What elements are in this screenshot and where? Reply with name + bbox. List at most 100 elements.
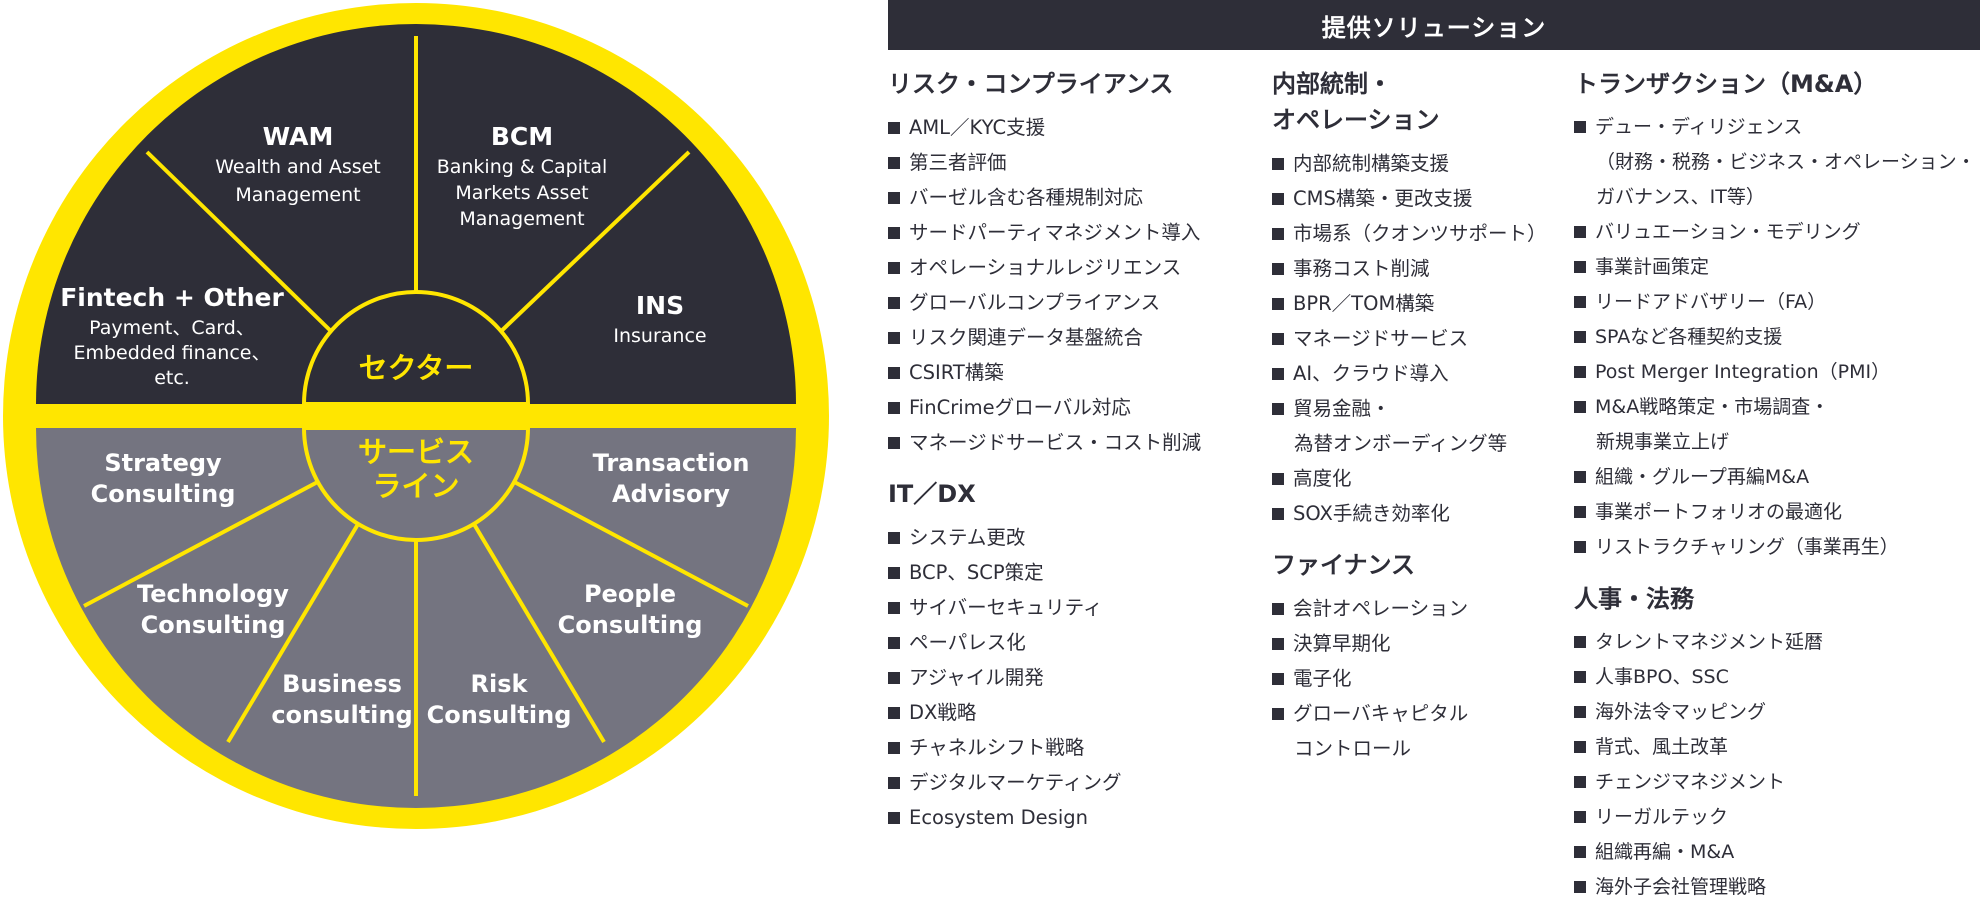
square-bullet-icon bbox=[1272, 368, 1284, 380]
square-bullet-icon bbox=[1574, 506, 1586, 518]
solution-item: オペレーショナルレジリエンス bbox=[888, 250, 1258, 285]
solution-item: BCP、SCP策定 bbox=[888, 555, 1258, 590]
square-bullet-icon bbox=[1574, 121, 1586, 133]
solution-item: システム更改 bbox=[888, 520, 1258, 555]
solution-item: CSIRT構築 bbox=[888, 355, 1258, 390]
solution-item: 市場系（クオンツサポート） bbox=[1272, 216, 1572, 251]
square-bullet-icon bbox=[888, 742, 900, 754]
solution-item: マネージドサービス・コスト削減 bbox=[888, 425, 1258, 460]
square-bullet-icon bbox=[1272, 298, 1284, 310]
square-bullet-icon bbox=[1574, 636, 1586, 648]
solution-item: 電子化 bbox=[1272, 661, 1572, 696]
solution-item: グローバルコンプライアンス bbox=[888, 285, 1258, 320]
solution-list: 会計オペレーション決算早期化電子化グローバキャピタル コントロール bbox=[1272, 591, 1572, 766]
solution-item: アジャイル開発 bbox=[888, 660, 1258, 695]
solution-item: リスク関連データ基盤統合 bbox=[888, 320, 1258, 355]
square-bullet-icon bbox=[888, 367, 900, 379]
solution-item: DX戦略 bbox=[888, 695, 1258, 730]
solution-item-text: AML／KYC支援 bbox=[909, 116, 1046, 139]
solution-item-text: SOX手続き効率化 bbox=[1293, 502, 1450, 525]
solution-item: 人事BPO、SSC bbox=[1574, 660, 1980, 695]
solution-item-text: 電子化 bbox=[1293, 667, 1352, 690]
solution-item-text: 会計オペレーション bbox=[1293, 597, 1469, 620]
square-bullet-icon bbox=[1272, 603, 1284, 615]
solution-item: Ecosystem Design bbox=[888, 800, 1258, 835]
square-bullet-icon bbox=[1574, 331, 1586, 343]
solution-item-text: リストラクチャリング（事業再生） bbox=[1595, 536, 1899, 558]
service-line-labels: StrategyConsultingTechnologyConsultingBu… bbox=[91, 449, 750, 729]
solution-item: チャネルシフト戦略 bbox=[888, 730, 1258, 765]
sector-subtitle-line: Payment、Card、 bbox=[89, 317, 255, 339]
solution-item: BPR／TOM構築 bbox=[1272, 286, 1572, 321]
solution-item: 第三者評価 bbox=[888, 145, 1258, 180]
solution-item-text: BCP、SCP策定 bbox=[909, 561, 1044, 584]
solution-item-text: グローバキャピタル コントロール bbox=[1293, 702, 1469, 760]
square-bullet-icon bbox=[1272, 673, 1284, 685]
solution-item: 会計オペレーション bbox=[1272, 591, 1572, 626]
service-line-label: Consulting bbox=[141, 611, 286, 639]
sector-subtitle-line: Wealth and Asset bbox=[215, 156, 381, 178]
service-line-label: People bbox=[584, 580, 676, 608]
solution-item-text: システム更改 bbox=[909, 526, 1026, 549]
solution-item: FinCrimeグローバル対応 bbox=[888, 390, 1258, 425]
solution-item-text: サードパーティマネジメント導入 bbox=[909, 221, 1201, 244]
solution-item: リードアドバザリー（FA） bbox=[1574, 285, 1980, 320]
square-bullet-icon bbox=[888, 532, 900, 544]
solution-list: AML／KYC支援第三者評価バーゼル含む各種規制対応サードパーティマネジメント導… bbox=[888, 110, 1258, 460]
solution-item-text: 事務コスト削減 bbox=[1293, 257, 1430, 280]
square-bullet-icon bbox=[888, 567, 900, 579]
solution-item-text: 背式、風土改革 bbox=[1595, 736, 1729, 758]
solution-item: 事務コスト削減 bbox=[1272, 251, 1572, 286]
solution-item-text: Ecosystem Design bbox=[909, 806, 1088, 829]
spoke bbox=[83, 475, 328, 608]
square-bullet-icon bbox=[888, 777, 900, 789]
spoke bbox=[145, 150, 340, 340]
sector-subtitle-line: Management bbox=[235, 184, 360, 206]
sector-title: WAM bbox=[263, 122, 334, 151]
square-bullet-icon bbox=[1272, 193, 1284, 205]
hub-bottom-label-line-2: ライン bbox=[372, 469, 459, 503]
solution-item-text: アジャイル開発 bbox=[909, 666, 1044, 689]
spoke bbox=[226, 502, 372, 744]
square-bullet-icon bbox=[1574, 541, 1586, 553]
solution-item-text: 高度化 bbox=[1293, 467, 1352, 490]
service-line-label: Advisory bbox=[612, 480, 730, 508]
solution-item: 背式、風土改革 bbox=[1574, 730, 1980, 765]
service-line-label: consulting bbox=[271, 701, 412, 729]
square-bullet-icon bbox=[1574, 706, 1586, 718]
square-bullet-icon bbox=[888, 602, 900, 614]
solution-item-text: 貿易金融・ 為替オンボーディング等 bbox=[1293, 397, 1508, 455]
solution-item: マネージドサービス bbox=[1272, 321, 1572, 356]
solution-item: 組織再編・M&A bbox=[1574, 835, 1980, 870]
solution-item: サイバーセキュリティ bbox=[888, 590, 1258, 625]
square-bullet-icon bbox=[888, 227, 900, 239]
solution-category-title: 内部統制・ オペレーション bbox=[1272, 70, 1440, 134]
square-bullet-icon bbox=[1272, 228, 1284, 240]
square-bullet-icon bbox=[1272, 508, 1284, 520]
solution-item: 事業計画策定 bbox=[1574, 250, 1980, 285]
square-bullet-icon bbox=[888, 297, 900, 309]
hub-top-label: セクター bbox=[359, 351, 474, 385]
solution-category-title: ファイナンス bbox=[1272, 551, 1416, 579]
solution-item: 海外法令マッピング bbox=[1574, 695, 1980, 730]
square-bullet-icon bbox=[1272, 158, 1284, 170]
solution-item: デュー・ディリジェンス （財務・税務・ビジネス・オペレーション・ ガバナンス、I… bbox=[1574, 110, 1980, 215]
solution-item-text: バーゼル含む各種規制対応 bbox=[909, 186, 1144, 209]
solution-item-text: SPAなど各種契約支援 bbox=[1595, 326, 1783, 348]
square-bullet-icon bbox=[1574, 671, 1586, 683]
solution-list: デュー・ディリジェンス （財務・税務・ビジネス・オペレーション・ ガバナンス、I… bbox=[1574, 110, 1980, 565]
hub-top bbox=[301, 290, 531, 406]
solution-item: チェンジマネジメント bbox=[1574, 765, 1980, 800]
solution-item: SPAなど各種契約支援 bbox=[1574, 320, 1980, 355]
square-bullet-icon bbox=[1272, 403, 1284, 415]
square-bullet-icon bbox=[888, 402, 900, 414]
solution-item: サードパーティマネジメント導入 bbox=[888, 215, 1258, 250]
square-bullet-icon bbox=[1272, 638, 1284, 650]
square-bullet-icon bbox=[888, 437, 900, 449]
sector-subtitle-line: Management bbox=[459, 208, 584, 230]
solution-item: Post Merger Integration（PMI） bbox=[1574, 355, 1980, 390]
service-line-label: Business bbox=[282, 670, 402, 698]
square-bullet-icon bbox=[1574, 776, 1586, 788]
